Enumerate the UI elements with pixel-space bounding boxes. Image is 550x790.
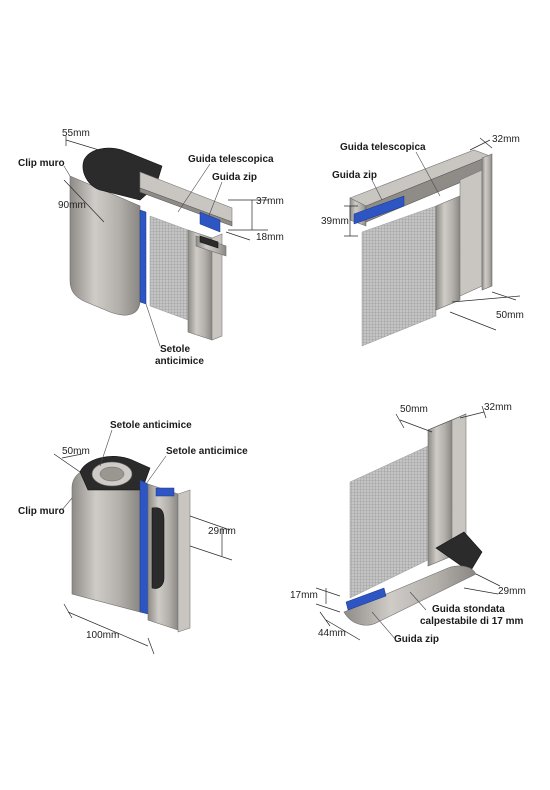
label-clip-muro: Clip muro xyxy=(18,158,65,169)
mesh-screen xyxy=(149,215,189,321)
cassette-body xyxy=(69,175,141,316)
mesh-screen xyxy=(361,205,437,347)
dim-29: 29mm xyxy=(498,586,526,597)
panel-top-right: 32mm 39mm 50mm Guida telescopica Guida z… xyxy=(321,134,524,347)
label-guida-zip: Guida zip xyxy=(212,172,257,183)
label-setole-line1: Setole xyxy=(160,344,190,355)
dim-17: 17mm xyxy=(290,590,318,601)
dim-29: 29mm xyxy=(208,526,236,537)
label-setole-line2: anticimice xyxy=(155,356,204,367)
panel-bottom-left: 50mm 29mm 100mm Setole anticimice Setole… xyxy=(18,420,248,655)
dim-18: 18mm xyxy=(256,232,284,243)
dim-100: 100mm xyxy=(86,630,119,641)
label-setole-anticimice-a: Setole anticimice xyxy=(110,420,192,431)
dim-39: 39mm xyxy=(321,216,349,227)
label-guida-zip: Guida zip xyxy=(394,634,439,645)
label-guida-telescopica: Guida telescopica xyxy=(340,142,426,153)
dim-37: 37mm xyxy=(256,196,284,207)
zip-slot xyxy=(155,487,175,497)
corner-cap xyxy=(435,531,483,573)
dim-32: 32mm xyxy=(492,134,520,145)
dim-50: 50mm xyxy=(62,446,90,457)
label-guida-stondata-line2: calpestabile di 17 mm xyxy=(420,616,523,627)
zip-guide-brush xyxy=(353,195,405,225)
zip-guide-brush xyxy=(199,211,221,233)
handle xyxy=(151,507,165,589)
label-clip-muro: Clip muro xyxy=(18,506,65,517)
panel-bottom-right: 50mm 32mm 17mm 29mm 44mm Guida stondata … xyxy=(290,402,526,645)
dim-32: 32mm xyxy=(484,402,512,413)
brush-strip xyxy=(139,479,149,615)
label-guida-zip: Guida zip xyxy=(332,170,377,181)
dim-90: 90mm xyxy=(58,200,86,211)
dim-50: 50mm xyxy=(400,404,428,415)
label-guida-telescopica: Guida telescopica xyxy=(188,154,274,165)
zip-guide-brush xyxy=(345,587,387,611)
panel-top-left: 55mm 90mm 37mm 18mm Clip muro Guida tele… xyxy=(18,128,284,367)
label-guida-stondata-line1: Guida stondata xyxy=(432,604,505,615)
dim-55: 55mm xyxy=(62,128,90,139)
dim-44: 44mm xyxy=(318,628,346,639)
dim-50: 50mm xyxy=(496,310,524,321)
brush-strip xyxy=(139,209,147,305)
mesh-screen xyxy=(349,445,429,599)
side-frame xyxy=(435,195,461,311)
label-setole-anticimice-b: Setole anticimice xyxy=(166,446,248,457)
